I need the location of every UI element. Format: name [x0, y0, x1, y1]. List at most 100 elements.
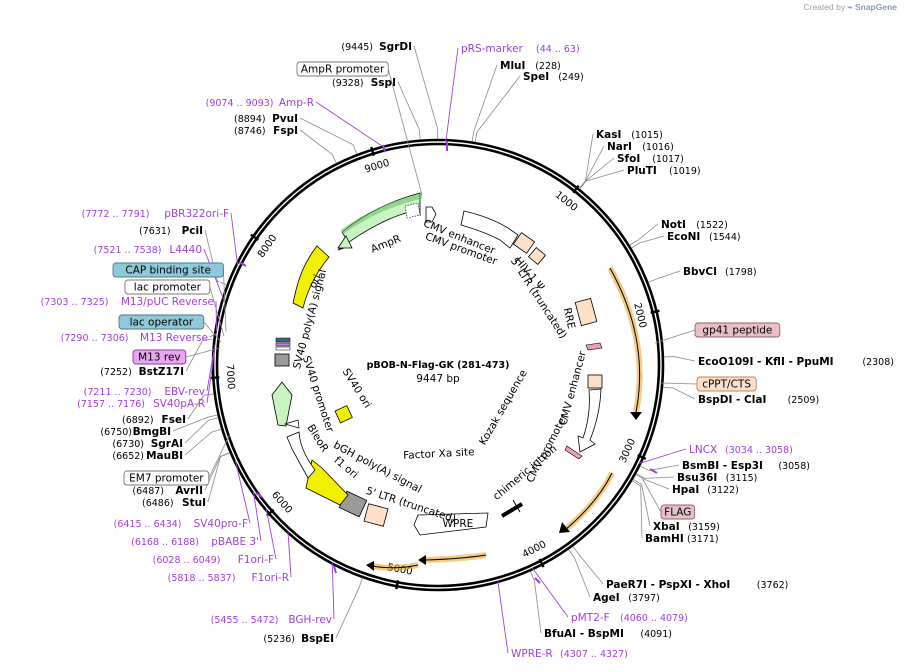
restriction-site[interactable]: NarI(1016)	[607, 141, 674, 153]
feature-box-frame	[112, 262, 224, 278]
site-name: XbaI	[653, 521, 680, 533]
primer-label[interactable]: M13/pUC Reverse(7303 .. 7325)	[41, 296, 214, 308]
restriction-site[interactable]: BspEI(5236)	[263, 633, 334, 645]
feature-label: SV40 promoter	[300, 355, 336, 435]
site-leader	[184, 428, 222, 456]
site-leader	[636, 473, 675, 479]
site-leader	[662, 386, 696, 400]
primer-name: LNCX	[689, 444, 717, 456]
site-position: (7631)	[139, 226, 171, 237]
restriction-site[interactable]: MluI(228)	[500, 60, 561, 72]
primer-label[interactable]: BGH-rev(5455 .. 5472)	[211, 614, 332, 626]
feature-box[interactable]: cPPT/CTS	[696, 376, 757, 392]
feature-box-label: lac promoter	[134, 282, 202, 294]
site-position: (4091)	[640, 629, 672, 640]
primer-label[interactable]: LNCX (3034 .. 3058)	[689, 444, 793, 456]
restriction-site[interactable]: SgrAI(6730)	[112, 438, 183, 450]
tick-label: 3000	[618, 437, 639, 465]
restriction-site[interactable]: FspI(8746)	[234, 125, 298, 137]
restriction-site[interactable]: NotI(1522)	[661, 219, 728, 231]
restriction-site[interactable]: AgeI(3797)	[593, 592, 660, 604]
primer-label[interactable]: Amp-R(9074 .. 9093)	[206, 97, 314, 109]
ampr-arrow-head	[337, 235, 353, 249]
restriction-site[interactable]: BspDI - ClaI(2509)	[698, 394, 819, 406]
restriction-site[interactable]: FseI(6892)	[122, 414, 186, 426]
primer-label[interactable]: L4440(7521 .. 7538)	[94, 244, 202, 256]
chimeric-intron-tick	[512, 499, 521, 513]
site-name: AvrII	[175, 485, 203, 497]
backbone-inner-ring	[215, 142, 661, 588]
primer-label[interactable]: F1ori-R(5818 .. 5837)	[168, 572, 289, 584]
primer-label[interactable]: pRS-marker(44 .. 63)	[461, 43, 580, 55]
restriction-site[interactable]: EcoO109I - KflI - PpuMI(2308)	[698, 356, 894, 368]
restriction-site[interactable]: AvrII(6487)	[132, 485, 203, 497]
restriction-site[interactable]: BmgBI(6750)	[100, 426, 171, 438]
primer-label[interactable]: pBABE 3'(6168 .. 6188)	[131, 536, 259, 548]
primer-label[interactable]: pBR322ori-F(7772 .. 7791)	[82, 208, 229, 220]
restriction-site[interactable]: BfuAI - BspMI(4091)	[544, 628, 672, 640]
primer-label[interactable]: F1ori-F(6028 .. 6049)	[153, 554, 274, 566]
restriction-site[interactable]: BstZ17I(7252)	[100, 366, 184, 378]
primer-leader	[331, 562, 335, 620]
primer-range: (3034 .. 3058)	[725, 445, 793, 456]
feature-label: SV40 ori	[340, 366, 374, 410]
site-leader	[631, 235, 665, 249]
chimeric-intron-bar	[500, 502, 524, 518]
restriction-site[interactable]: PciI(7631)	[139, 225, 203, 237]
restriction-site[interactable]: Bsu36I(3115)	[677, 472, 757, 484]
site-position: (8746)	[234, 126, 266, 137]
restriction-site[interactable]: BamHI(3171)	[645, 533, 719, 545]
site-name: BmgBI	[133, 426, 171, 438]
restriction-site[interactable]: PvuI(8894)	[234, 113, 298, 125]
site-name: SfoI	[617, 153, 640, 165]
primer-label[interactable]: EBV-rev(7211 .. 7230)	[84, 386, 205, 398]
feature-box[interactable]: gp41 peptide	[694, 322, 781, 338]
feature-box[interactable]: lac operator	[118, 314, 205, 330]
site-position: (1544)	[709, 232, 741, 243]
primer-label[interactable]: pMT2-F(4060 .. 4079)	[571, 612, 688, 624]
tick-mark	[210, 376, 220, 380]
restriction-site[interactable]: StuI(6486)	[142, 497, 206, 509]
site-name: SgrDI	[379, 41, 412, 53]
primer-range: (4307 .. 4327)	[560, 649, 628, 660]
site-name: FseI	[162, 414, 186, 426]
lac-white-bar	[275, 346, 291, 351]
primer-label[interactable]: M13 Reverse(7290 .. 7306)	[61, 332, 208, 344]
feature-box-label: AmpR promoter	[301, 64, 385, 76]
orange-arc-mid-core	[424, 554, 487, 561]
feature-box[interactable]: EM7 promoter	[123, 470, 210, 486]
primer-range: (7303 .. 7325)	[41, 297, 109, 308]
restriction-site[interactable]: SpeI(249)	[523, 71, 584, 83]
feature-box[interactable]: FLAG	[660, 504, 696, 520]
feature-box[interactable]: AmpR promoter	[296, 61, 389, 77]
restriction-site[interactable]: SgrDI(9445)	[341, 41, 412, 53]
site-leader	[529, 571, 542, 634]
primer-leader	[206, 352, 215, 404]
restriction-site[interactable]: SfoI(1017)	[617, 153, 684, 165]
restriction-site[interactable]: KasI(1015)	[596, 129, 663, 141]
feature-box[interactable]: M13 rev	[132, 349, 187, 365]
feature-leader	[208, 433, 231, 479]
restriction-site[interactable]: BsmBI - Esp3I(3058)	[682, 460, 810, 472]
restriction-site[interactable]: SspI(9328)	[332, 77, 396, 89]
primer-name: Amp-R	[279, 97, 314, 109]
primer-label[interactable]: SV40pA-R(7157 .. 7176)	[77, 398, 205, 410]
restriction-site[interactable]: XbaI(3159)	[653, 521, 720, 533]
restriction-site[interactable]: HpaI(3122)	[672, 484, 739, 496]
restriction-site[interactable]: MauBI(6652)	[112, 450, 183, 462]
primer-label[interactable]: WPRE-R (4307 .. 4327)	[511, 648, 628, 660]
restriction-site[interactable]: PaeR7I - PspXI - XhoI(3762)	[606, 579, 788, 591]
restriction-site[interactable]: BbvCI(1798)	[683, 266, 757, 278]
restriction-site[interactable]: PluTI(1019)	[627, 165, 701, 177]
feature-box[interactable]: CAP binding site	[112, 262, 224, 278]
feature-box[interactable]: lac promoter	[124, 279, 211, 295]
primer-name: WPRE-R	[511, 648, 553, 660]
site-name: BamHI	[645, 533, 684, 545]
site-leader	[184, 417, 219, 444]
primer-name: SV40pro-F	[194, 518, 248, 530]
orange-arc-right-head	[630, 412, 642, 420]
primer-label[interactable]: SV40pro-F(6415 .. 6434)	[114, 518, 248, 530]
restriction-site[interactable]: EcoNI(1544)	[667, 231, 741, 243]
primer-leader	[315, 101, 385, 148]
